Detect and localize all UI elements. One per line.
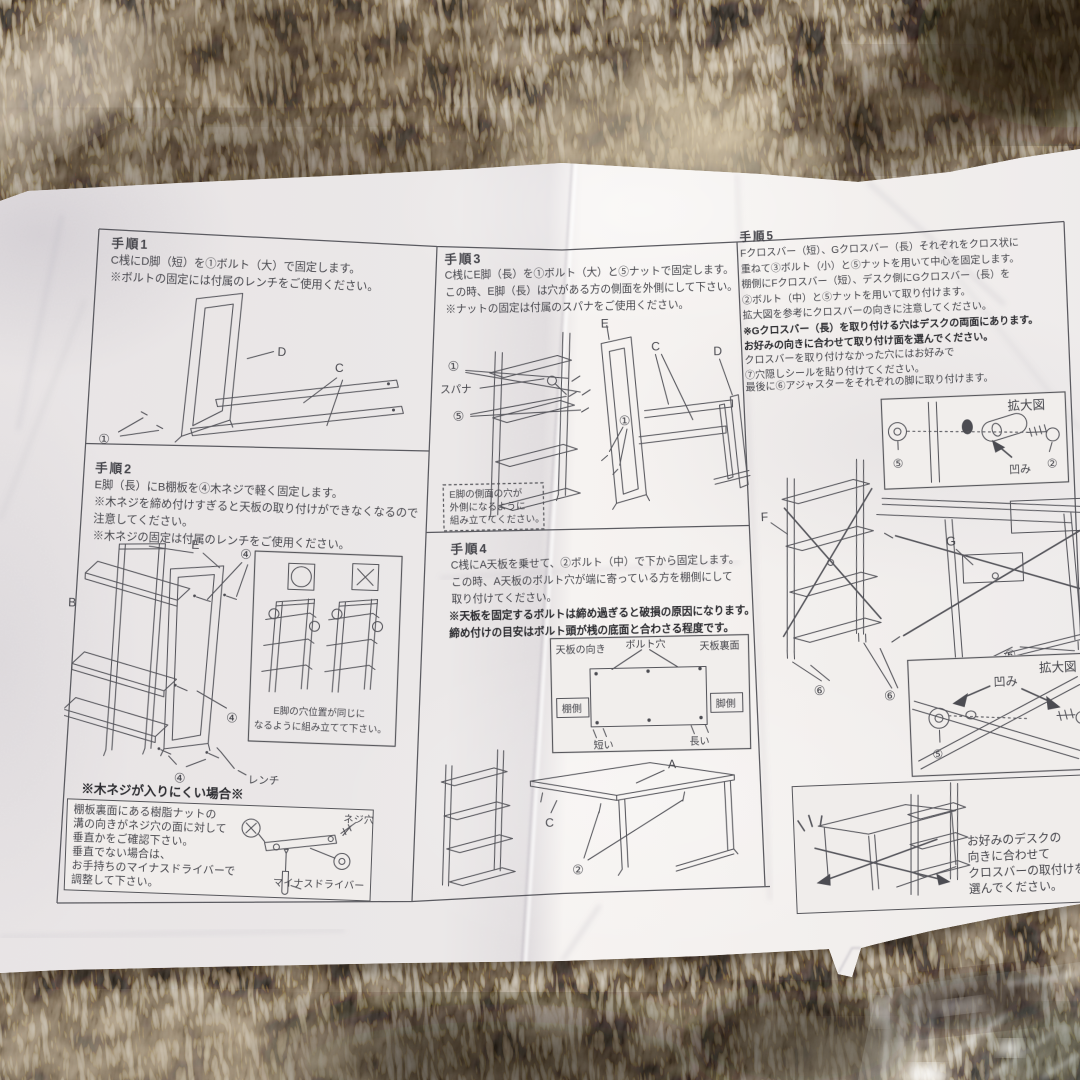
step5-label-adjuster: ⑥	[813, 683, 825, 698]
step4-note-board-back: 天板裏面	[699, 639, 739, 653]
step4-label-bolt: ②	[572, 862, 584, 877]
step2-note-line: E脚の穴位置が同じに	[273, 705, 365, 720]
step5-label-f: F	[761, 510, 769, 524]
column-steps-3-4: 手順3 C桟にE脚（長）を①ボルト（大）と⑤ナットで固定します。 この時、E脚（…	[437, 235, 755, 906]
step2-note-line: なるように組み立てて下さい。	[254, 719, 387, 736]
step5-zoom1-title: 拡大図	[1007, 398, 1045, 413]
step5-label-adjuster: ⑥	[884, 688, 896, 703]
screw-tip-line: 調整して下さい。	[70, 873, 159, 889]
step5-final-box: お好みのデスクの 向きに合わせて クロスバーの取付けを 選んでください。	[791, 773, 1080, 915]
step3-label-nut: ⑤	[453, 408, 465, 423]
step5-final-diagram	[797, 782, 971, 896]
step3-label-bolt: ①	[447, 359, 459, 374]
step3-label-spanner: スパナ	[440, 383, 472, 396]
step3-label-bolt2: ①	[619, 413, 631, 428]
step2-label-shelf: B	[68, 595, 77, 609]
step4-note-orientation: 天板の向き	[555, 643, 605, 657]
screw-tip-label-hole: ネジ穴	[343, 814, 375, 827]
step1-label-rail: C	[335, 361, 345, 375]
step1-label-frame: D	[277, 345, 287, 359]
step4-diagram: A C ②	[440, 749, 739, 887]
step5-label-g: G	[946, 533, 957, 548]
step2-label-screw: ④	[226, 710, 238, 725]
step3-label-frame: D	[713, 344, 722, 358]
step4-line: 取り付けてください。	[451, 591, 558, 606]
step4-label-rail: C	[545, 816, 554, 830]
step2-heading: 手順2	[94, 461, 134, 477]
step3-note-line: 組み立ててください。	[450, 513, 545, 527]
step4-board-note: 天板の向き ボルト穴 天板裏面 棚側 脚側 短い 長い	[549, 633, 752, 754]
step1-diagram: D C ①	[98, 292, 404, 447]
step3-note-line: E脚の側面の穴が	[449, 487, 523, 501]
step2-label-screw: ④	[240, 547, 252, 562]
step3-label-rail: C	[651, 339, 660, 353]
step4-heading: 手順4	[450, 541, 489, 557]
column-steps-1-2: 手順1 C桟にD脚（短）を①ボルト（大）で固定します。 ※ボルトの固定には付属の…	[62, 227, 441, 919]
step4-note-leg-side: 脚側	[716, 697, 736, 710]
step3-note-line: 外側になるように	[449, 500, 525, 514]
final-note-line: 選んでください。	[968, 878, 1063, 897]
step4-note-bolt-hole: ボルト穴	[625, 637, 665, 651]
step1-heading: 手順1	[111, 236, 150, 252]
step5-zoom2-dent: 凹み	[993, 674, 1018, 689]
step1-label-bolt: ①	[98, 431, 110, 446]
step5-heading: 手順5	[739, 230, 776, 244]
step2-label-leg: E	[191, 538, 200, 552]
step3-diagram: ① スパナ ⑤ E C D ① E脚の側面の穴が 外側になるように 組み立ててく…	[440, 316, 751, 532]
step3-label-leg: E	[601, 316, 609, 330]
screw-tip-box: 棚板裏面にある樹脂ナットの 溝の向きがネジ穴の面に対して 垂直かをご確認下さい。…	[63, 798, 375, 902]
step5-zoom2-title: 拡大図	[1039, 660, 1077, 675]
step4-label-top: A	[668, 757, 676, 771]
step4-note-shelf-side: 棚側	[562, 702, 582, 715]
column-step-5: 手順5 Fクロスバー（短）、Gクロスバー（長）それぞれをクロス状に 重ねて③ボル…	[735, 210, 1080, 915]
step2-diagram: B E ④ ④ ④ レンチ E脚の穴位置が同じに なるように組み立てて下さい。	[62, 538, 403, 787]
step5-zoom2: 拡大図 凹み ⑤	[906, 652, 1080, 778]
step3-heading: 手順3	[444, 252, 483, 267]
step4-line: この時、A天板のボルト穴が端に寄っている方を棚側にして	[451, 570, 733, 589]
step2-label-wrench: レンチ	[248, 774, 280, 787]
step5-zoom2-nut: ⑤	[932, 747, 943, 761]
